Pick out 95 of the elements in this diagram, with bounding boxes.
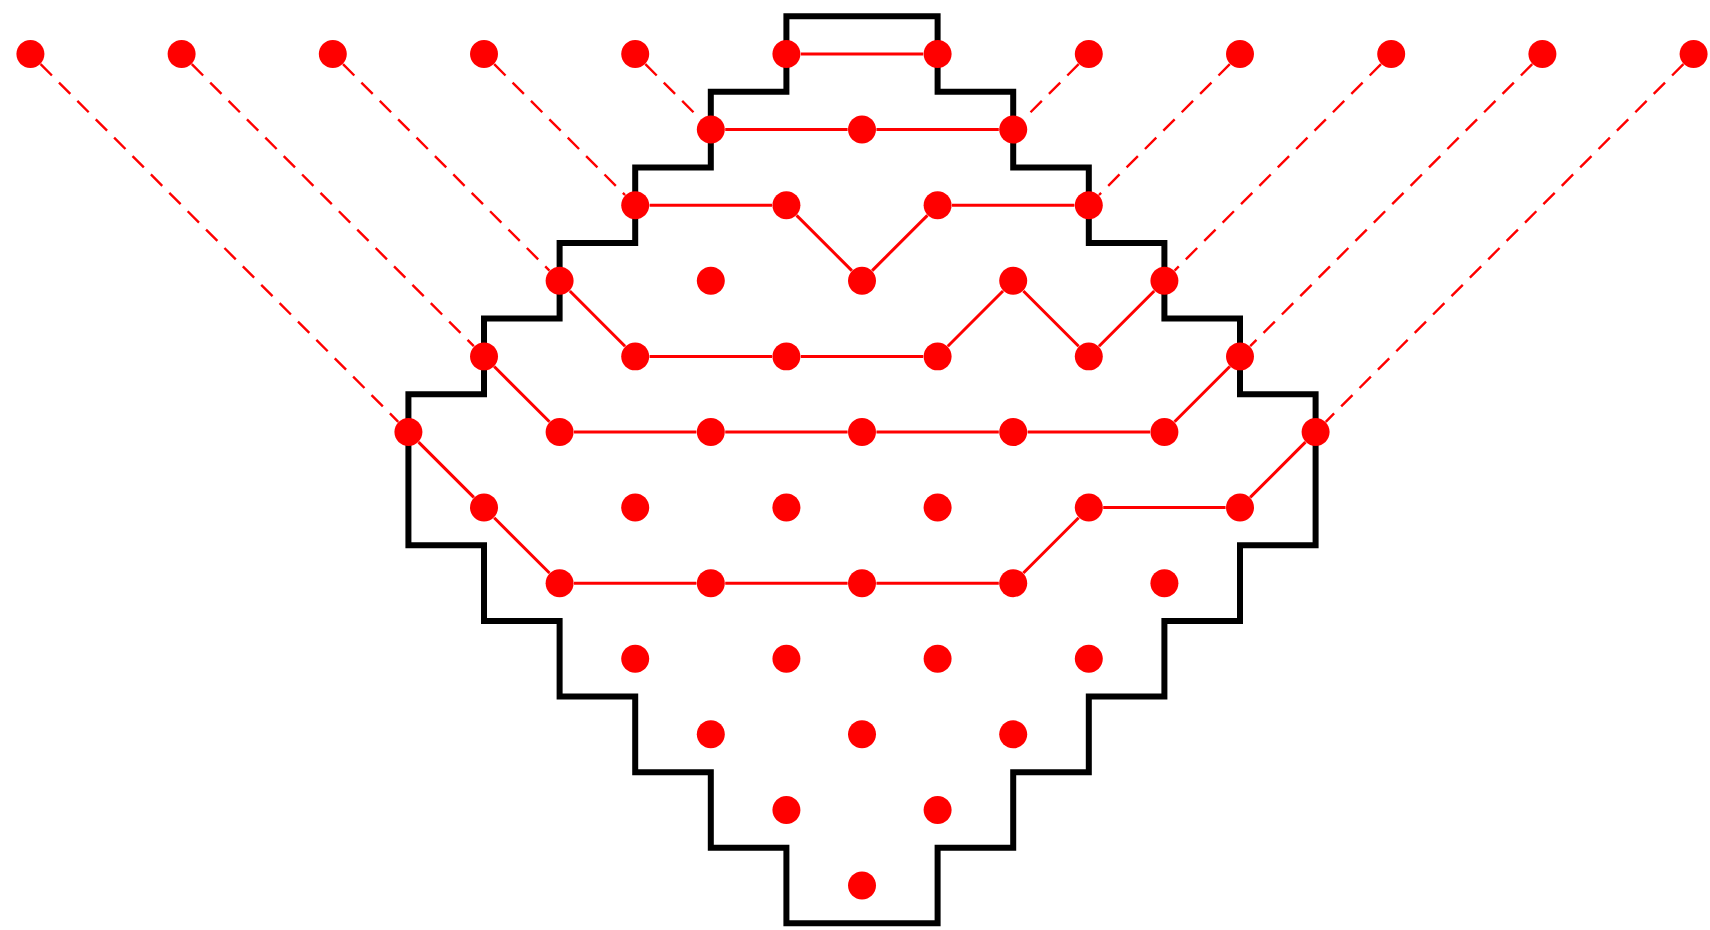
dot <box>1074 644 1103 673</box>
path-segment <box>876 430 999 434</box>
path-segment <box>876 128 999 132</box>
dot <box>545 569 574 598</box>
dot <box>470 342 498 371</box>
path-segment <box>876 581 999 585</box>
path-segment <box>1022 516 1080 575</box>
dot <box>848 569 876 598</box>
dot <box>696 418 725 446</box>
dot <box>999 720 1028 749</box>
path-segment <box>1097 289 1156 348</box>
dot <box>999 418 1028 446</box>
dot <box>318 40 347 68</box>
dot <box>999 569 1028 598</box>
path-segment <box>795 214 853 272</box>
dot <box>848 720 876 749</box>
path-segment <box>1027 430 1150 434</box>
path-segment <box>649 354 772 358</box>
dot <box>1679 40 1708 68</box>
dot <box>470 40 498 68</box>
dot <box>772 191 801 220</box>
dot <box>1528 40 1557 68</box>
dot <box>696 720 725 749</box>
dot <box>772 493 801 522</box>
dot <box>1301 418 1330 446</box>
dot <box>848 266 876 295</box>
dashed-line <box>1173 63 1382 272</box>
dashed-line <box>190 63 475 348</box>
path-segment <box>568 289 627 348</box>
dot <box>923 795 952 824</box>
dot <box>923 493 952 522</box>
path-segment <box>649 203 772 207</box>
dot <box>999 266 1028 295</box>
path-segment <box>725 581 848 585</box>
dashed-line <box>342 63 551 272</box>
path-segment <box>1249 441 1307 499</box>
dashed-line <box>1249 63 1534 348</box>
dot <box>545 418 574 446</box>
path-segment <box>1022 289 1080 348</box>
dot <box>848 871 876 900</box>
dot <box>999 115 1028 144</box>
dot <box>923 191 952 220</box>
dashed-line <box>1098 63 1231 196</box>
dot <box>923 644 952 673</box>
dot <box>1074 493 1103 522</box>
dashed-line <box>1022 63 1080 121</box>
path-segment <box>952 203 1075 207</box>
dot <box>848 418 876 446</box>
path-segment <box>725 128 848 132</box>
dashed-line <box>39 63 400 423</box>
path-segment <box>493 516 551 575</box>
dot <box>621 40 650 68</box>
dot <box>772 40 801 68</box>
path-segment <box>946 289 1005 348</box>
path-segment <box>871 214 929 272</box>
dot <box>696 569 725 598</box>
dot <box>1074 342 1103 371</box>
dot <box>1150 266 1179 295</box>
dot <box>1150 418 1179 446</box>
dot <box>1226 342 1254 371</box>
dot <box>1074 40 1103 68</box>
dot <box>621 644 650 673</box>
path-segment <box>493 365 551 423</box>
dot <box>1226 40 1254 68</box>
dot <box>545 266 574 295</box>
path-segment <box>1103 506 1226 510</box>
dot <box>923 40 952 68</box>
dot <box>621 493 650 522</box>
dot <box>772 342 801 371</box>
path-segment <box>574 581 697 585</box>
path-segment <box>725 430 848 434</box>
dot <box>1074 191 1103 220</box>
dot <box>167 40 196 68</box>
dashed-line <box>1324 63 1685 423</box>
dot <box>1226 493 1254 522</box>
path-segment <box>574 430 697 434</box>
dot <box>1150 569 1179 598</box>
dot <box>772 644 801 673</box>
dashed-line <box>644 63 702 121</box>
path-segment <box>800 354 924 358</box>
dot <box>621 191 650 220</box>
path-segment <box>800 52 924 56</box>
dot <box>696 266 725 295</box>
path-segment <box>417 441 475 499</box>
dot <box>16 40 45 68</box>
dot <box>621 342 650 371</box>
dashed-line <box>493 63 626 196</box>
dot <box>848 115 876 144</box>
path-segment <box>1173 365 1231 423</box>
dot <box>394 418 423 446</box>
dot <box>1377 40 1406 68</box>
dot <box>923 342 952 371</box>
dot <box>772 795 801 824</box>
dot <box>696 115 725 144</box>
dot <box>470 493 498 522</box>
